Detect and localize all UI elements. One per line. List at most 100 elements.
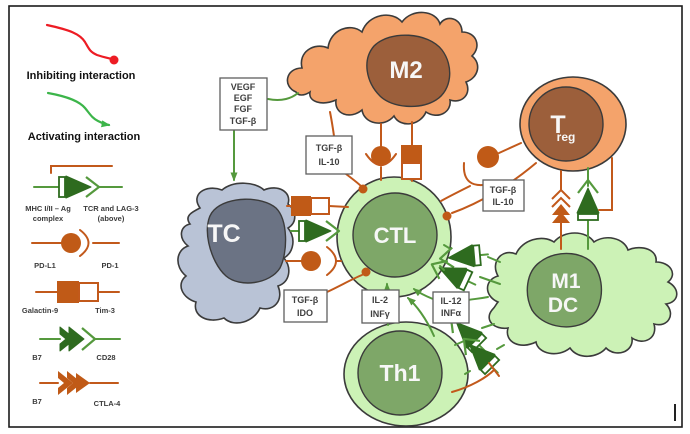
svg-text:TGF-β: TGF-β — [316, 143, 343, 153]
vegf-text: VEGF — [231, 82, 256, 92]
tcr-label-1: TCR and LAG-3 — [83, 204, 138, 213]
treg-dc-ctla4-b7-connector — [551, 170, 571, 250]
fgf-text: FGF — [234, 104, 252, 114]
treg-ctl-pd-connector — [440, 142, 522, 202]
pd1-icon — [365, 153, 397, 166]
activating-label: Activating interaction — [28, 131, 141, 143]
th1-nucleus — [357, 330, 443, 416]
tc-ctl-mhc-tcr-connector — [289, 218, 341, 244]
treg-dc-cd28-b7-connector — [575, 157, 613, 250]
inhibit-dot — [358, 184, 368, 194]
treg-inhibit-hook — [598, 157, 613, 211]
m2-cell: M2 — [286, 11, 479, 125]
legend: Inhibiting interaction Activating intera… — [22, 23, 141, 408]
treg-nucleus — [528, 86, 604, 162]
mhc-label-2: complex — [33, 214, 64, 223]
svg-text:IL-12: IL-12 — [440, 296, 461, 306]
tim3-icon — [78, 282, 99, 302]
m2-ctl-pd-connector — [365, 123, 397, 181]
legend-pd-symbol — [31, 229, 120, 257]
tc-ctl-pd-connector — [285, 246, 342, 276]
egf-text: EGF — [234, 93, 253, 103]
tgfb-il10-box-m2: TGF-β IL-10 — [305, 135, 353, 175]
tc-ctl-gal-tim-connector — [286, 196, 349, 216]
pd1-icon — [326, 246, 337, 276]
tc-nucleus — [206, 198, 287, 284]
m2-ctl-gal-tim-connector — [401, 121, 422, 182]
m2-label: M2 — [389, 57, 422, 84]
th1-dc-lag3-hook — [451, 369, 495, 393]
legend-b7-cd28-symbol — [39, 326, 121, 352]
galactin9-label: Galactin-9 — [22, 306, 58, 315]
b7-cd28-label: B7 — [32, 353, 42, 362]
il12-infa-box: IL-12 INFα — [432, 291, 470, 324]
m1-dc-nucleus — [526, 252, 603, 328]
galactin9-icon — [291, 196, 311, 216]
svg-text:TGF-β: TGF-β — [292, 295, 319, 305]
ctla4-label: CTLA-4 — [94, 399, 121, 408]
pdl1-icon — [301, 251, 321, 271]
m2-nucleus — [366, 34, 451, 107]
b7-icon — [552, 204, 570, 215]
mhc-tcr-icon — [49, 174, 101, 200]
mhc-label-1: MHC I/II – Ag — [25, 204, 71, 213]
m2-tc-growth-factor-path — [230, 92, 299, 182]
dc-th1-mhc-connectors — [441, 307, 507, 393]
treg-label: T — [550, 111, 565, 139]
pdl1-icon — [61, 233, 81, 253]
tgfb-text: TGF-β — [230, 116, 257, 126]
tc-label: TC — [207, 220, 240, 248]
pd1-icon — [79, 229, 90, 257]
legend-gal-tim-symbol — [35, 281, 120, 303]
pdl1-label: PD-L1 — [34, 261, 56, 270]
m2-ctl-tgfb-path — [329, 111, 368, 194]
svg-text:IL-2: IL-2 — [372, 295, 388, 305]
svg-text:IDO: IDO — [297, 308, 313, 318]
b7-ctla4-label: B7 — [32, 397, 42, 406]
tcr-label-2: (above) — [98, 214, 125, 223]
th1-ctl-arrow — [406, 297, 435, 337]
treg-cell: T reg — [519, 76, 627, 172]
cd28-b7-icon — [575, 178, 601, 230]
pdl1-icon — [477, 146, 499, 168]
m1-label: M1 — [551, 270, 580, 293]
inhibiting-arrow-dot — [109, 55, 119, 65]
dc-ctl-il12-arrow — [412, 288, 434, 300]
growth-factor-box: VEGF EGF FGF TGF-β — [219, 77, 268, 131]
galactin9-icon — [401, 145, 422, 163]
tgfb-ido-box: TGF-β IDO — [283, 289, 328, 323]
svg-text:TGF-β: TGF-β — [490, 185, 517, 195]
b7-2-icon — [58, 371, 73, 395]
pdl1-icon — [371, 146, 391, 166]
th1-cell: Th1 — [343, 321, 469, 427]
tgfb-il10-box-treg: TGF-β IL-10 — [482, 179, 525, 212]
legend-b7-ctla4-symbol — [39, 371, 119, 395]
tim3-label: Tim-3 — [95, 306, 115, 315]
tim3-icon — [401, 162, 422, 180]
dc-label: DC — [548, 294, 578, 317]
inhibit-dot — [442, 211, 452, 221]
svg-text:INFα: INFα — [441, 308, 461, 318]
ctl-label: CTL — [374, 223, 417, 248]
legend-mhc-tcr-symbol — [33, 165, 123, 200]
pd1-label: PD-1 — [101, 261, 118, 270]
lag3-elbow-icon — [50, 165, 113, 174]
inhibiting-label: Inhibiting interaction — [27, 70, 136, 82]
ctl-nucleus — [352, 192, 438, 278]
il2-infg-box: IL-2 INFγ — [361, 289, 400, 324]
activating-arrow-icon — [46, 91, 111, 128]
inhibit-dot — [361, 267, 371, 277]
inhibiting-arrow-icon — [45, 23, 114, 61]
ctl-cell: CTL — [336, 176, 452, 298]
tc-cell: TC — [177, 182, 296, 324]
ctla4-icon — [551, 188, 571, 200]
dc-ctl-mhc-connectors — [426, 242, 501, 296]
svg-text:IL-10: IL-10 — [492, 197, 513, 207]
svg-text:IL-10: IL-10 — [318, 157, 339, 167]
tc-ctl-tgfb-ido-path — [326, 267, 371, 293]
svg-text:INFγ: INFγ — [370, 309, 390, 319]
cd28-label: CD28 — [96, 353, 115, 362]
tim3-icon — [310, 197, 330, 215]
